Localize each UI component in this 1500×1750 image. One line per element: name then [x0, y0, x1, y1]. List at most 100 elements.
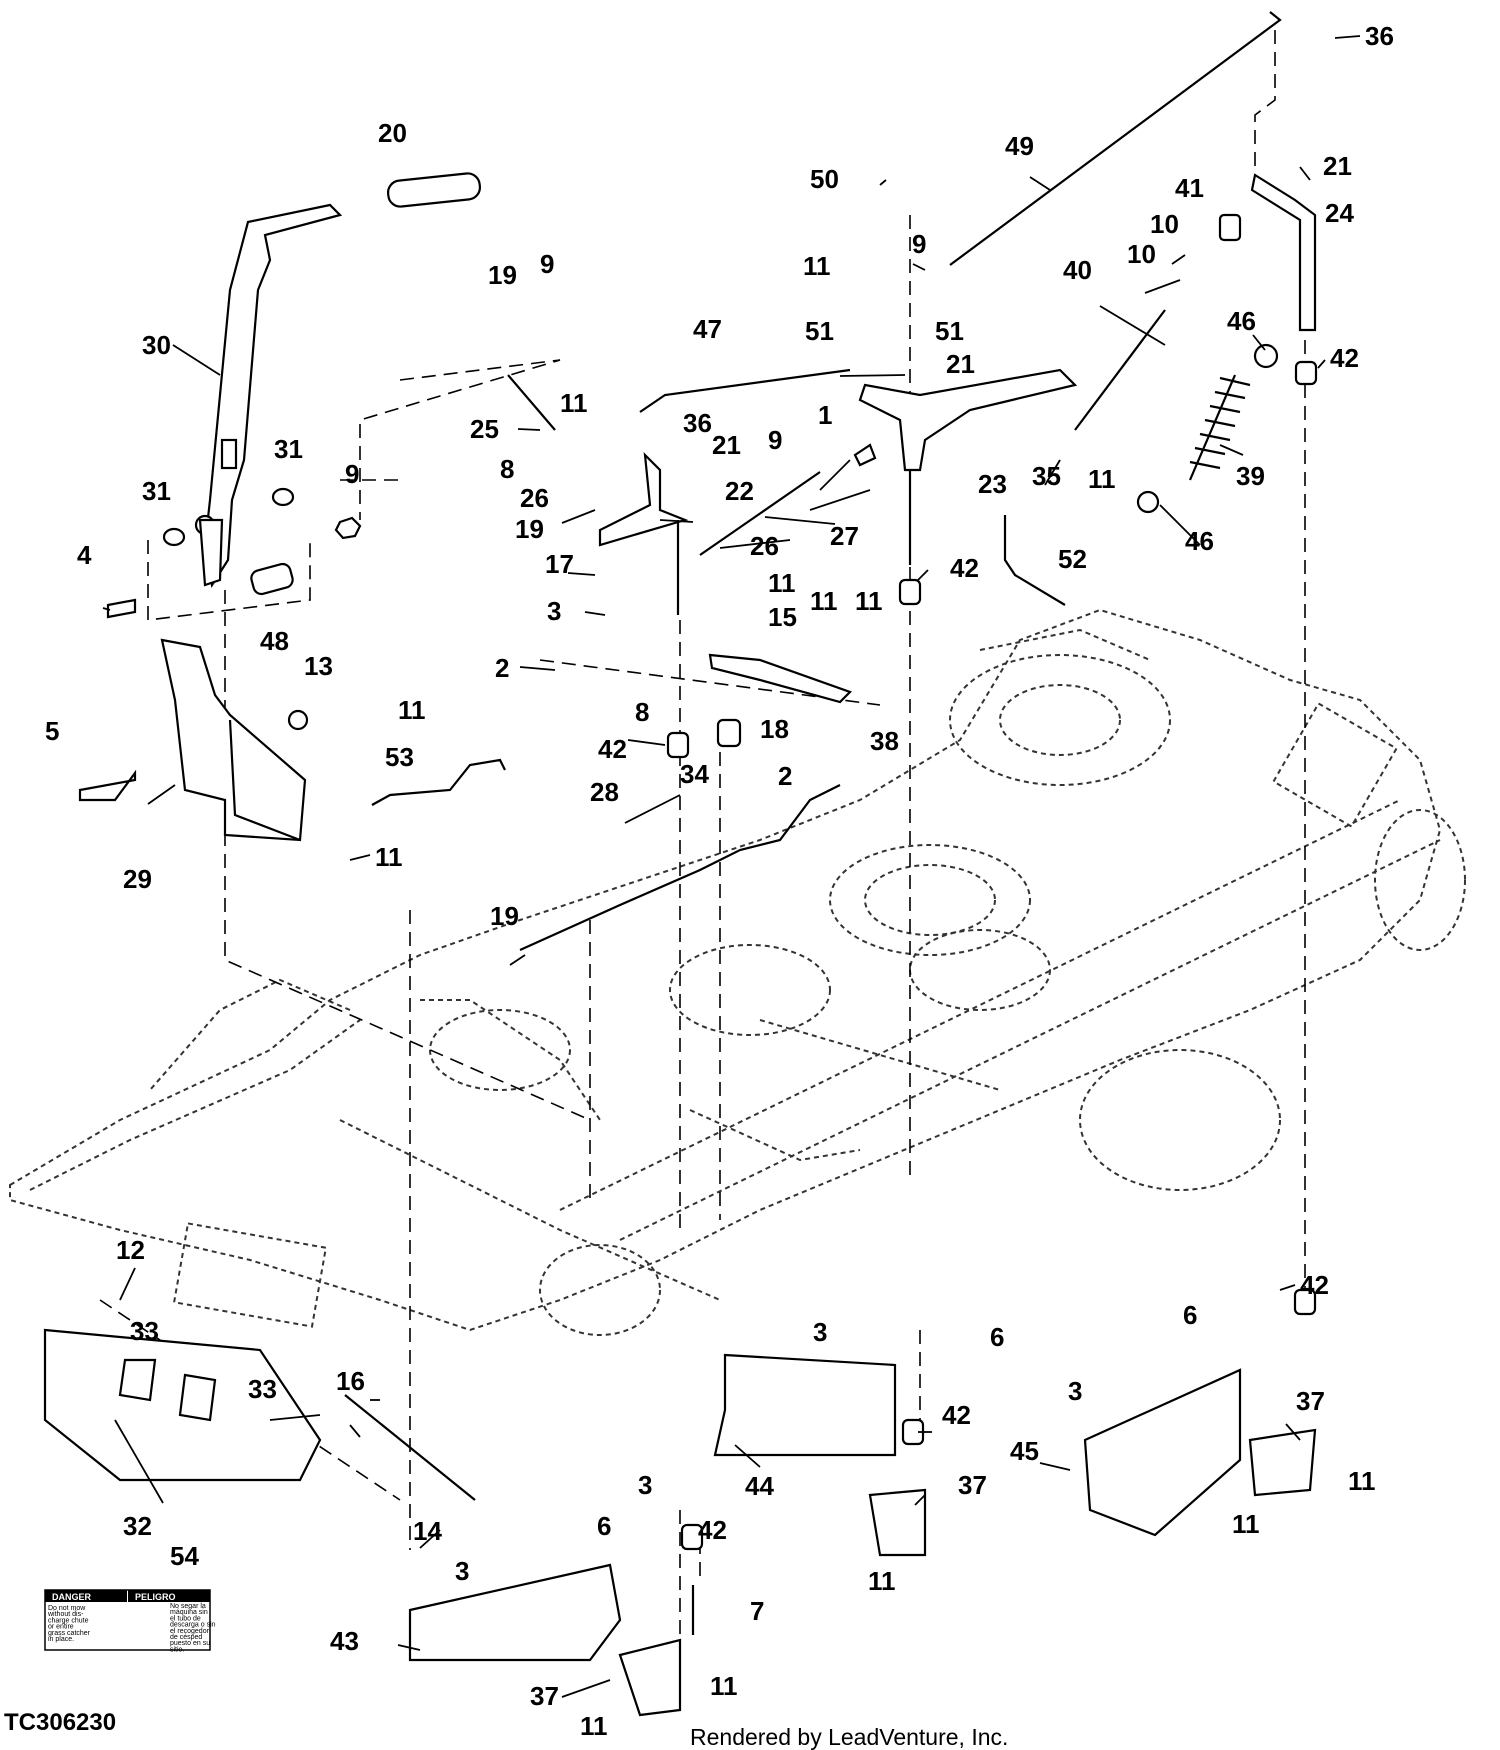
callout-3: 3: [547, 596, 561, 626]
callout-42: 42: [942, 1400, 971, 1430]
decal-warning-line-es: No segar la: [170, 1603, 206, 1610]
callout-19: 19: [490, 901, 519, 931]
bracket-37-right: [1248, 1428, 1317, 1497]
callout-27: 27: [830, 521, 859, 551]
callout-21: 21: [946, 349, 975, 379]
callout-11: 11: [1088, 464, 1116, 494]
callout-44: 44: [745, 1471, 774, 1501]
callout-36: 36: [1365, 21, 1394, 51]
bushing-42-a: [1294, 360, 1318, 386]
callout-19: 19: [515, 514, 544, 544]
bushing-34: [716, 718, 742, 748]
bracket-37-mid: [868, 1488, 927, 1557]
lift-arm-22: [598, 452, 689, 547]
callout-46: 46: [1227, 306, 1256, 336]
callout-11: 11: [375, 842, 403, 872]
bushing-left: [162, 527, 186, 547]
callout-21: 21: [1323, 151, 1352, 181]
link-38: [708, 653, 853, 704]
decal-warning-line-en: or entire: [48, 1624, 74, 1631]
rod-14: [344, 1394, 476, 1501]
callout-3: 3: [813, 1317, 827, 1347]
callout-31: 31: [274, 434, 303, 464]
callout-42: 42: [698, 1515, 727, 1545]
rear-baffle: [43, 1328, 322, 1482]
block-41: [1218, 213, 1242, 242]
callout-11: 11: [560, 388, 588, 418]
callout-53: 53: [385, 742, 414, 772]
lift-lever: [194, 203, 343, 588]
long-rod-49: [949, 11, 1282, 266]
callout-9: 9: [540, 249, 554, 279]
decal-warning-line-es: sitio.: [170, 1646, 184, 1653]
guard-44: [713, 1353, 897, 1457]
callout-9: 9: [345, 459, 359, 489]
callout-42: 42: [598, 734, 627, 764]
bushing-42-b: [898, 578, 922, 606]
callout-6: 6: [597, 1511, 611, 1541]
leader-lines: [102, 35, 1361, 1698]
callout-10: 10: [1127, 239, 1156, 269]
callout-6: 6: [990, 1322, 1004, 1352]
callout-54: 54: [170, 1541, 199, 1571]
callout-31: 31: [142, 476, 171, 506]
callout-30: 30: [142, 330, 171, 360]
decal-warning-line-es: descarga o sin: [170, 1622, 216, 1629]
decal-warning-line-es: el recogedor: [170, 1628, 210, 1635]
callout-21: 21: [712, 430, 741, 460]
callout-32: 32: [123, 1511, 152, 1541]
callout-11: 11: [855, 586, 883, 616]
rod-27: [699, 471, 821, 556]
callout-11: 11: [768, 568, 796, 598]
callout-45: 45: [1010, 1436, 1039, 1466]
callout-9: 9: [912, 229, 926, 259]
callout-52: 52: [1058, 544, 1087, 574]
callout-42: 42: [1330, 343, 1359, 373]
decal-warning-line-es: de césped: [170, 1634, 202, 1641]
callout-9: 9: [768, 425, 782, 455]
callout-47: 47: [693, 314, 722, 344]
callout-11: 11: [810, 586, 838, 616]
guard-43: [408, 1563, 622, 1662]
bracket-37-bottom: [618, 1638, 682, 1717]
callout-4: 4: [77, 540, 92, 570]
nut-13: [287, 709, 309, 731]
callout-3: 3: [638, 1470, 652, 1500]
callout-13: 13: [304, 651, 333, 681]
handle-grip: [386, 172, 482, 208]
callout-11: 11: [398, 695, 426, 725]
callout-11: 11: [803, 251, 831, 281]
callout-3: 3: [1068, 1376, 1082, 1406]
callout-38: 38: [870, 726, 899, 756]
bushing-42-f: [680, 1523, 704, 1551]
callout-19: 19: [488, 260, 517, 290]
danger-decal: DANGER PELIGRO: [44, 1589, 211, 1651]
decal-warning-line-es: puesto en su: [170, 1640, 210, 1647]
callout-33: 33: [130, 1316, 159, 1346]
rod-47: [639, 368, 851, 413]
washer-46-bottom: [1136, 490, 1160, 514]
callout-2: 2: [495, 653, 509, 683]
decal-warning-line-es: el tubo de: [170, 1615, 201, 1622]
callout-2: 2: [778, 761, 792, 791]
callout-5: 5: [45, 716, 59, 746]
callout-49: 49: [1005, 131, 1034, 161]
callout-23: 23: [978, 469, 1007, 499]
bushing-42-d: [1293, 1288, 1317, 1316]
decal-warning-line-es: máquina sin: [170, 1609, 208, 1616]
spring-39: [1188, 374, 1251, 481]
callout-37: 37: [958, 1470, 987, 1500]
callout-40: 40: [1063, 255, 1092, 285]
callout-12: 12: [116, 1235, 145, 1265]
callout-26: 26: [520, 483, 549, 513]
render-credit: Rendered by LeadVenture, Inc.: [690, 1724, 1008, 1750]
callout-3: 3: [455, 1556, 469, 1586]
rod-end-1: [853, 443, 877, 467]
spacer-tube: [250, 562, 294, 596]
callout-14: 14: [413, 1516, 442, 1546]
bolt-4: [106, 598, 137, 619]
shaft-24: [1250, 173, 1317, 332]
callout-24: 24: [1325, 198, 1354, 228]
lift-rod-53: [371, 758, 506, 806]
